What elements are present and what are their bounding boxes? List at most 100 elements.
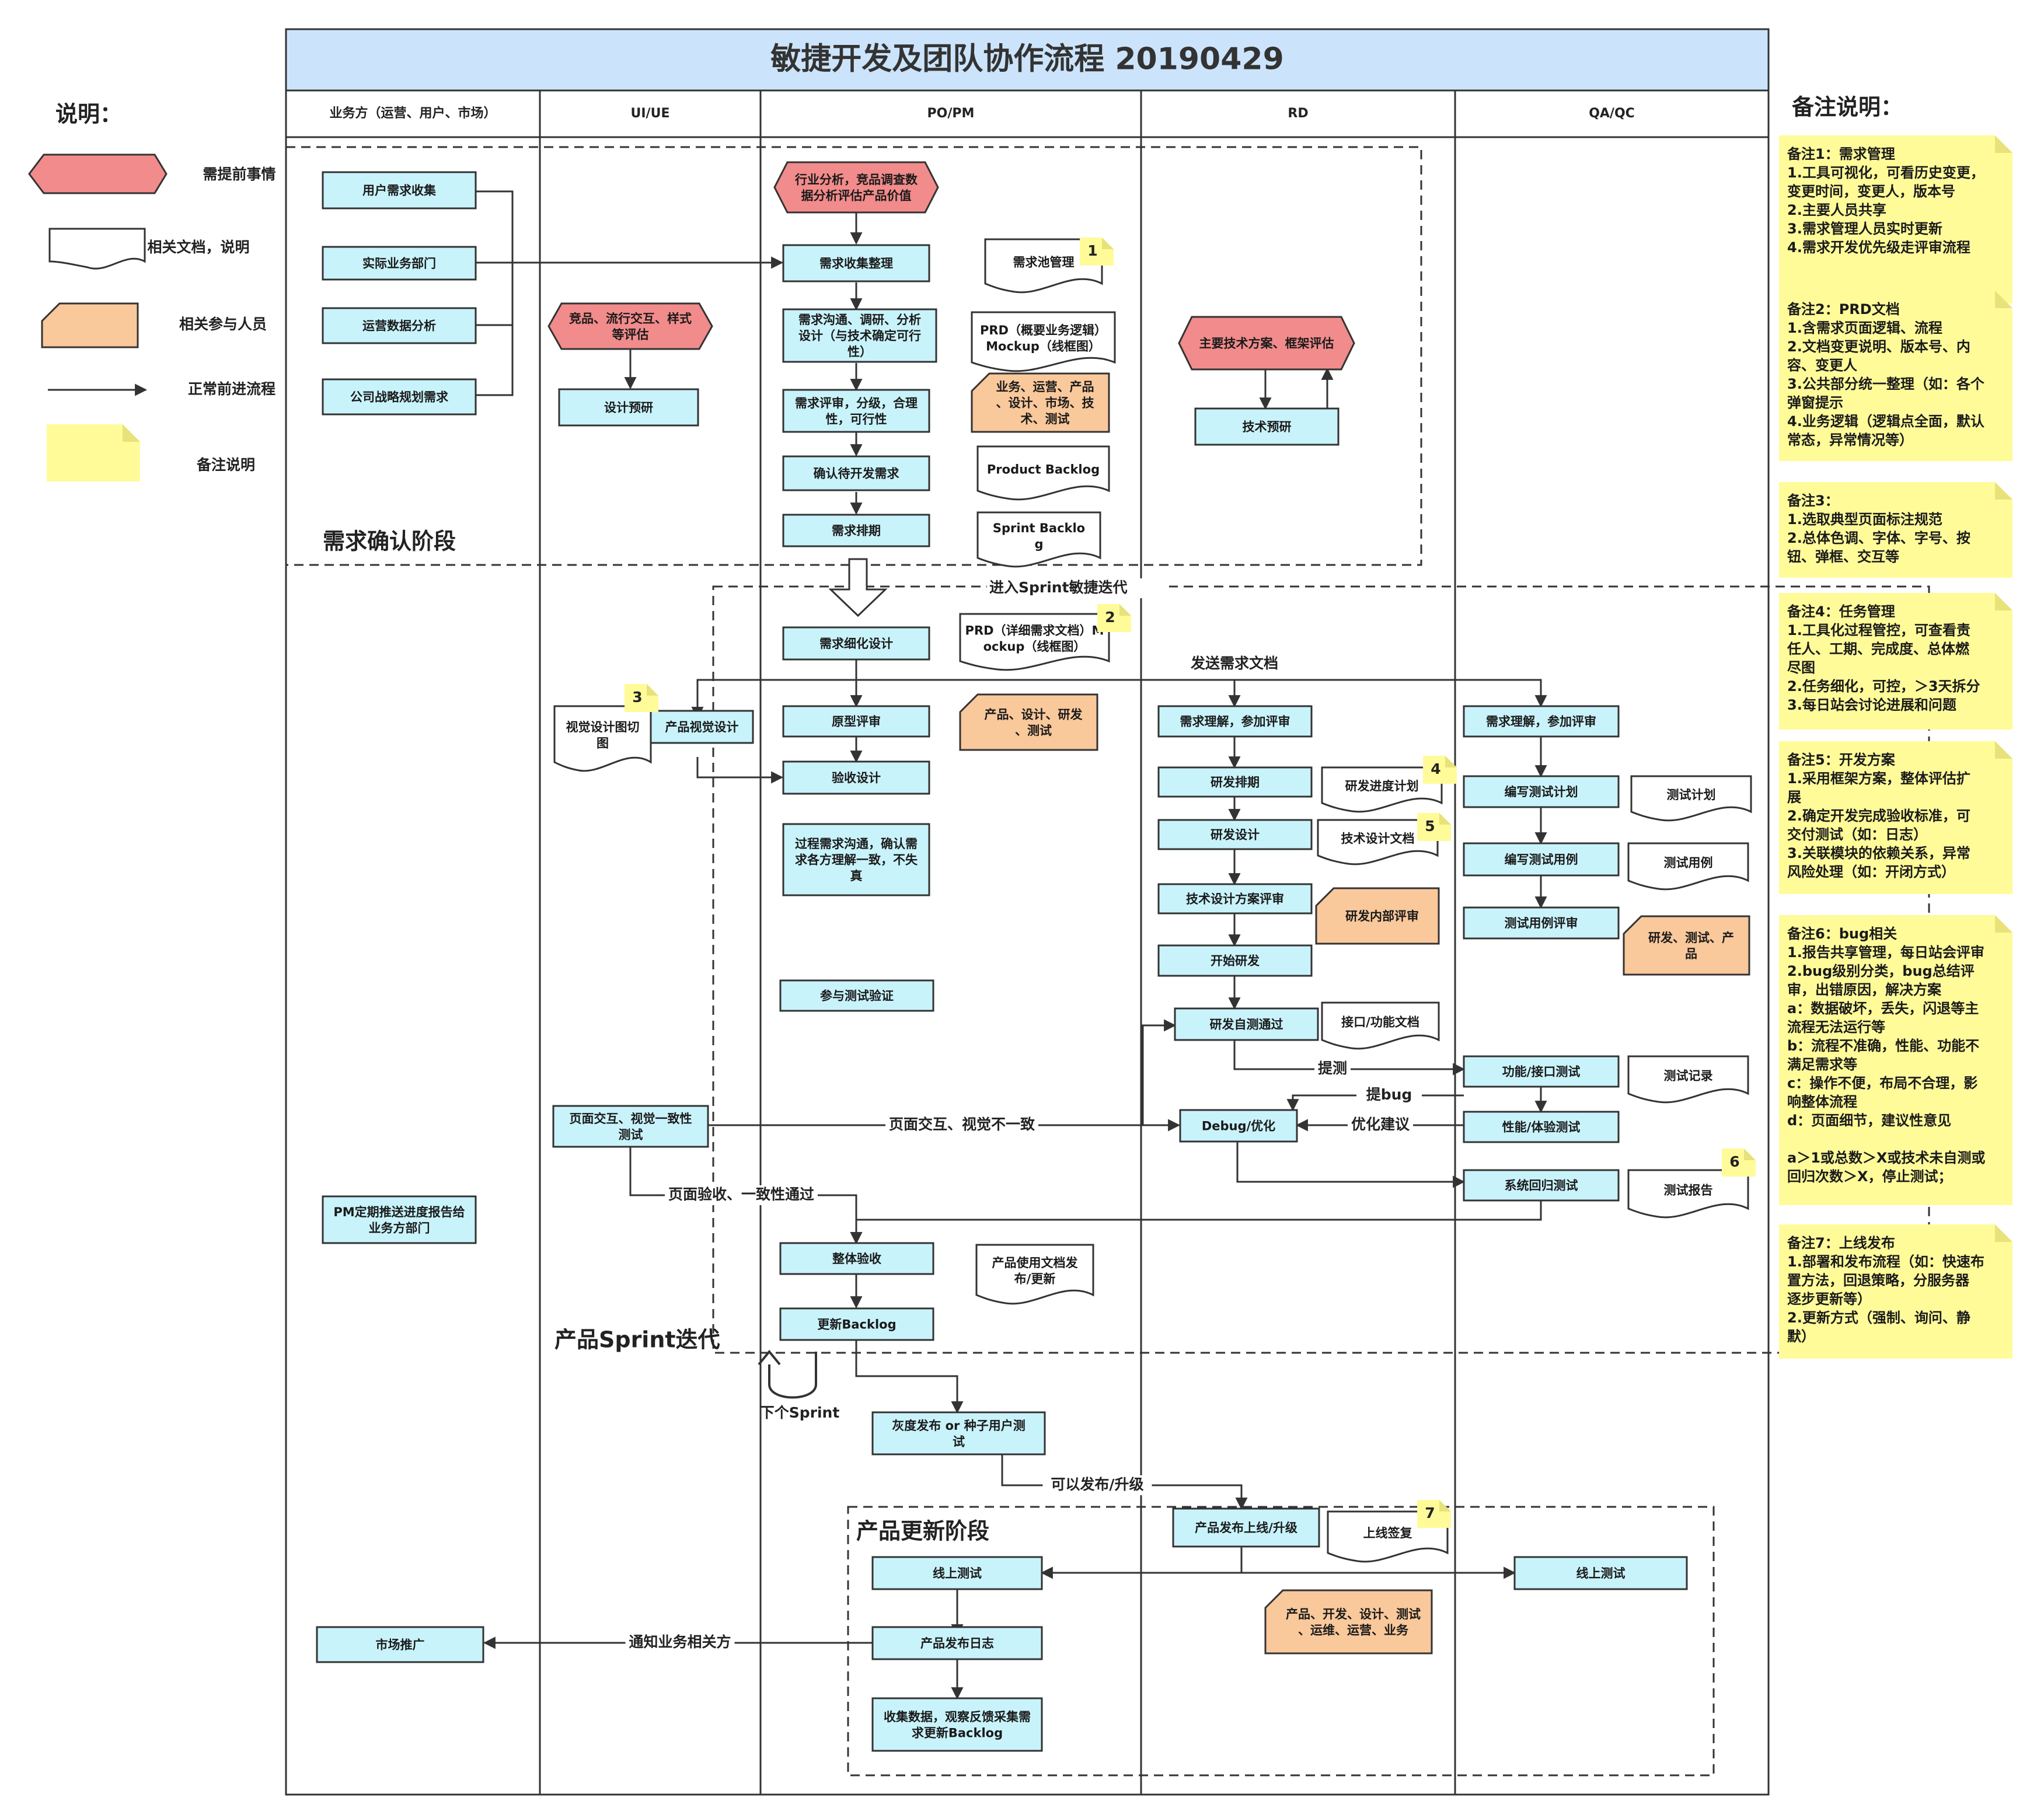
process-accept-design: 验收设计 — [782, 760, 930, 795]
legend-heading: 说明： — [55, 102, 122, 127]
process-req-collect-label: 需求收集整理 — [819, 257, 893, 271]
process-req-schedule-label: 需求排期 — [832, 524, 881, 538]
note-card-line: 展 — [1787, 789, 1801, 805]
process-overall-accept-label: 整体验收 — [832, 1252, 881, 1266]
note-marker-label: 3 — [632, 689, 642, 706]
doc-usage: 产品使用文档发布/更新 — [975, 1244, 1094, 1305]
process-online-test-pm-label: 线上测试 — [933, 1566, 982, 1580]
process-join-test-label: 参与测试验证 — [820, 989, 894, 1003]
process-pm-report: PM定期推送进度报告给业务方部门 — [322, 1195, 477, 1244]
process-rd-design: 研发设计 — [1157, 819, 1313, 850]
process-req-comm-label: 需求沟通、调研、分析设计（与技术确定可行性） — [798, 313, 921, 359]
legend-item-1: 相关文档，说明 — [147, 239, 249, 256]
note-card-line: 3.需求管理人员实时更新 — [1787, 221, 1942, 237]
process-page-test: 页面交互、视觉一致性测试 — [552, 1105, 709, 1148]
note-card-title: 备注7：上线发布 — [1787, 1235, 1895, 1251]
process-design-research-label: 设计预研 — [604, 401, 653, 415]
process-release: 产品发布上线/升级 — [1172, 1507, 1320, 1548]
edge-label-enter-sprint: 进入Sprint敏捷迭代 — [987, 578, 1169, 598]
diagram-title: 敏捷开发及团队协作流程 20190429 — [770, 42, 1284, 77]
people-p5: 产品、开发、设计、测试、运维、运营、业务 — [1264, 1589, 1433, 1655]
edge-label-page-accept-text: 页面验收、一致性通过 — [668, 1186, 814, 1203]
note-marker-label: 6 — [1729, 1153, 1739, 1170]
edge-label-notify: 通知业务相关方 — [625, 1633, 735, 1653]
process-debug-label: Debug/优化 — [1202, 1119, 1275, 1133]
process-process-comm: 过程需求沟通，确认需求各方理解一致，不失真 — [782, 823, 930, 896]
note-card-line: 2.任务细化，可控，＞3天拆分 — [1787, 678, 1980, 694]
process-overall-accept: 整体验收 — [779, 1242, 934, 1275]
process-start-dev-label: 开始研发 — [1211, 954, 1260, 968]
process-req-refine: 需求细化设计 — [782, 626, 930, 661]
process-regression: 系统回归测试 — [1463, 1169, 1620, 1202]
doc-test-plan: 测试计划 — [1630, 775, 1752, 822]
note-card-line: 1.部署和发布流程（如：快速布 — [1787, 1254, 1984, 1270]
note-card-line: 2.更新方式（强制、询问、静 — [1787, 1310, 1970, 1326]
note-card-1: 备注1：需求管理1.工具可视化，可看历史变更，变更时间，变更人，版本号2.主要人… — [1779, 135, 2012, 303]
swimlane-frame — [285, 89, 1770, 1796]
process-online-test-pm: 线上测试 — [871, 1556, 1043, 1590]
process-biz-dept: 实际业务部门 — [322, 246, 477, 281]
process-debug: Debug/优化 — [1179, 1109, 1298, 1143]
note-marker-5: 5 — [1417, 813, 1451, 841]
process-release-log-label: 产品发布日志 — [920, 1636, 994, 1650]
title-bar — [285, 28, 1770, 92]
edge-label-can-release: 可以发布/升级 — [1042, 1475, 1152, 1495]
flow-edge — [697, 679, 1547, 708]
note-card-title: 备注5：开发方案 — [1787, 752, 1896, 768]
note-card-line: 1.工具可视化，可看历史变更， — [1787, 165, 1984, 181]
edge-label-page-accept: 页面验收、一致性通过 — [665, 1185, 818, 1205]
process-proto-review-label: 原型评审 — [832, 715, 881, 729]
note-card-line: 交付测试（如：日志） — [1787, 826, 1927, 843]
note-card-line: 钮、弹框、交互等 — [1787, 549, 1899, 565]
note-card-line: 1.采用框架方案，整体评估扩 — [1787, 770, 1970, 787]
prereq-competitor-label: 竞品、流行交互、样式等评估 — [569, 312, 692, 342]
process-self-test-label: 研发自测通过 — [1210, 1018, 1283, 1032]
doc-req-pool-label: 需求池管理 — [1013, 256, 1075, 270]
process-market: 市场推广 — [316, 1626, 484, 1663]
doc-test-plan-label: 测试计划 — [1667, 788, 1716, 802]
doc-release-sign-label: 上线签复 — [1363, 1526, 1413, 1540]
doc-req-pool: 需求池管理 — [984, 238, 1103, 294]
process-collect-data-label: 收集数据，观察反馈采集需求更新Backlog — [884, 1710, 1031, 1740]
note-card-line: 3.公共部分统一整理（如：各个 — [1787, 376, 1985, 392]
legend-people-swatch — [41, 302, 139, 348]
process-update-backlog-label: 更新Backlog — [817, 1318, 896, 1332]
process-tech-review-label: 技术设计方案评审 — [1186, 892, 1284, 906]
note-card-line: 1.报告共享管理，每日站会评审 — [1787, 944, 1984, 961]
note-card-4: 备注4：任务管理1.工具化过程管控，可查看责任人、工期、完成度、总体燃尽图2.任… — [1779, 593, 2012, 730]
note-card-line: 2.总体色调、字体、字号、按 — [1787, 530, 1970, 546]
note-card-line: 尽图 — [1787, 659, 1815, 676]
process-case-review: 测试用例评审 — [1463, 906, 1620, 940]
process-update-backlog: 更新Backlog — [779, 1307, 934, 1341]
prereq-industry-label: 行业分析，竞品调查数据分析评估产品价值 — [794, 173, 918, 203]
note-card-line: 4.需求开发优先级走评审流程 — [1787, 239, 1970, 256]
process-market-label: 市场推广 — [376, 1638, 425, 1652]
doc-prd1-label: PRD（概要业务逻辑）Mockup（线框图） — [980, 323, 1107, 354]
process-proto-review: 原型评审 — [782, 705, 930, 738]
doc-tech-doc-label: 技术设计文档 — [1341, 832, 1415, 846]
doc-rd-progress: 研发进度计划 — [1321, 766, 1443, 813]
people-p3-label: 研发内部评审 — [1345, 909, 1419, 923]
process-release-label: 产品发布上线/升级 — [1195, 1521, 1297, 1535]
prereq-industry: 行业分析，竞品调查数据分析评估产品价值 — [773, 161, 939, 214]
edge-label-inconsistent: 页面交互、视觉不一致 — [885, 1115, 1038, 1135]
process-biz-dept-label: 实际业务部门 — [362, 257, 436, 271]
edge-label-bug: 提bug — [1356, 1085, 1422, 1105]
note-card-line: a＞1或总数＞X或技术未自测或 — [1787, 1150, 1985, 1166]
phase-label-confirm: 需求确认阶段 — [323, 529, 456, 554]
note-card-6: 备注6：bug相关1.报告共享管理，每日站会评审2.bug级别分类，bug总结评… — [1779, 915, 2012, 1205]
process-rd-understand: 需求理解，参加评审 — [1157, 705, 1313, 738]
note-card-line: 2.主要人员共享 — [1787, 202, 1886, 218]
prereq-arch-label: 主要技术方案、框架评估 — [1199, 337, 1334, 351]
process-start-dev: 开始研发 — [1157, 944, 1313, 977]
process-ops-data: 运营数据分析 — [322, 307, 477, 344]
people-p1: 业务、运营、产品、设计、市场、技术、测试 — [971, 372, 1110, 433]
edge-label-bug-text: 提bug — [1366, 1086, 1412, 1103]
legend-item-4: 备注说明 — [196, 456, 255, 473]
edge-label-suggest: 优化建议 — [1348, 1115, 1413, 1135]
process-gray-release: 灰度发布 or 种子用户测试 — [871, 1411, 1046, 1456]
process-write-cases-label: 编写测试用例 — [1505, 853, 1578, 867]
note-card-line: 2.确定开发完成验收标准，可 — [1787, 808, 1970, 824]
